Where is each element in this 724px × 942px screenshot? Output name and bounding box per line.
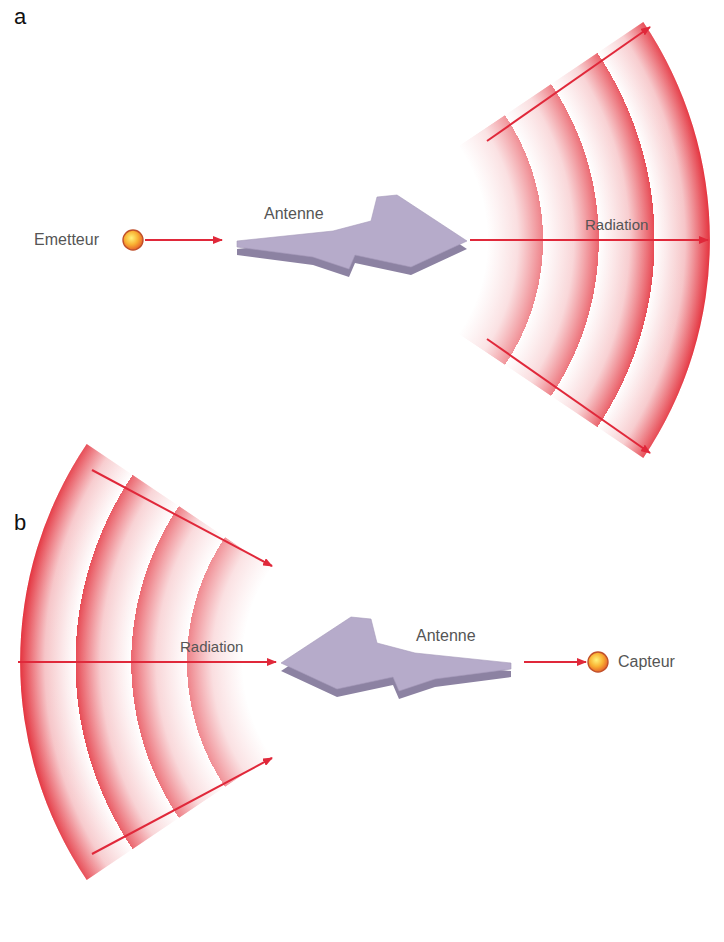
- node-label: Antenne: [416, 626, 476, 645]
- node-label: Capteur: [618, 652, 675, 671]
- radiation-arrow: [487, 339, 650, 453]
- radiation-arrow: [487, 27, 650, 141]
- antenna-top: [281, 617, 511, 691]
- antenna-top: [237, 195, 467, 269]
- source-dot: [121, 228, 145, 252]
- radiation-arrow: [92, 758, 272, 854]
- signal-arrow: [524, 661, 586, 663]
- radiation-label: Radiation: [585, 216, 648, 234]
- source-dot-circle: [123, 230, 143, 250]
- antenna-node: Antenne: [222, 194, 468, 278]
- node-label: Antenne: [264, 204, 324, 223]
- panel-letter: a: [14, 4, 26, 30]
- antenna-shape: [280, 616, 512, 700]
- source-dot: [586, 650, 610, 674]
- node-label: Emetteur: [34, 230, 99, 249]
- radiation-label: Radiation: [180, 638, 243, 656]
- signal-arrow: [145, 239, 222, 241]
- emitter-node: Emetteur: [34, 228, 145, 252]
- radiation-arrow: [18, 661, 276, 663]
- radiation-wave: [459, 22, 710, 458]
- radiation-arrow: [92, 470, 272, 566]
- source-dot-circle: [588, 652, 608, 672]
- radiation-arrow: [470, 239, 708, 241]
- panel-letter: b: [14, 510, 26, 536]
- sensor-node: Capteur: [586, 650, 675, 674]
- radiation-fade: [459, 22, 710, 458]
- antenna-node: Antenne: [280, 616, 524, 700]
